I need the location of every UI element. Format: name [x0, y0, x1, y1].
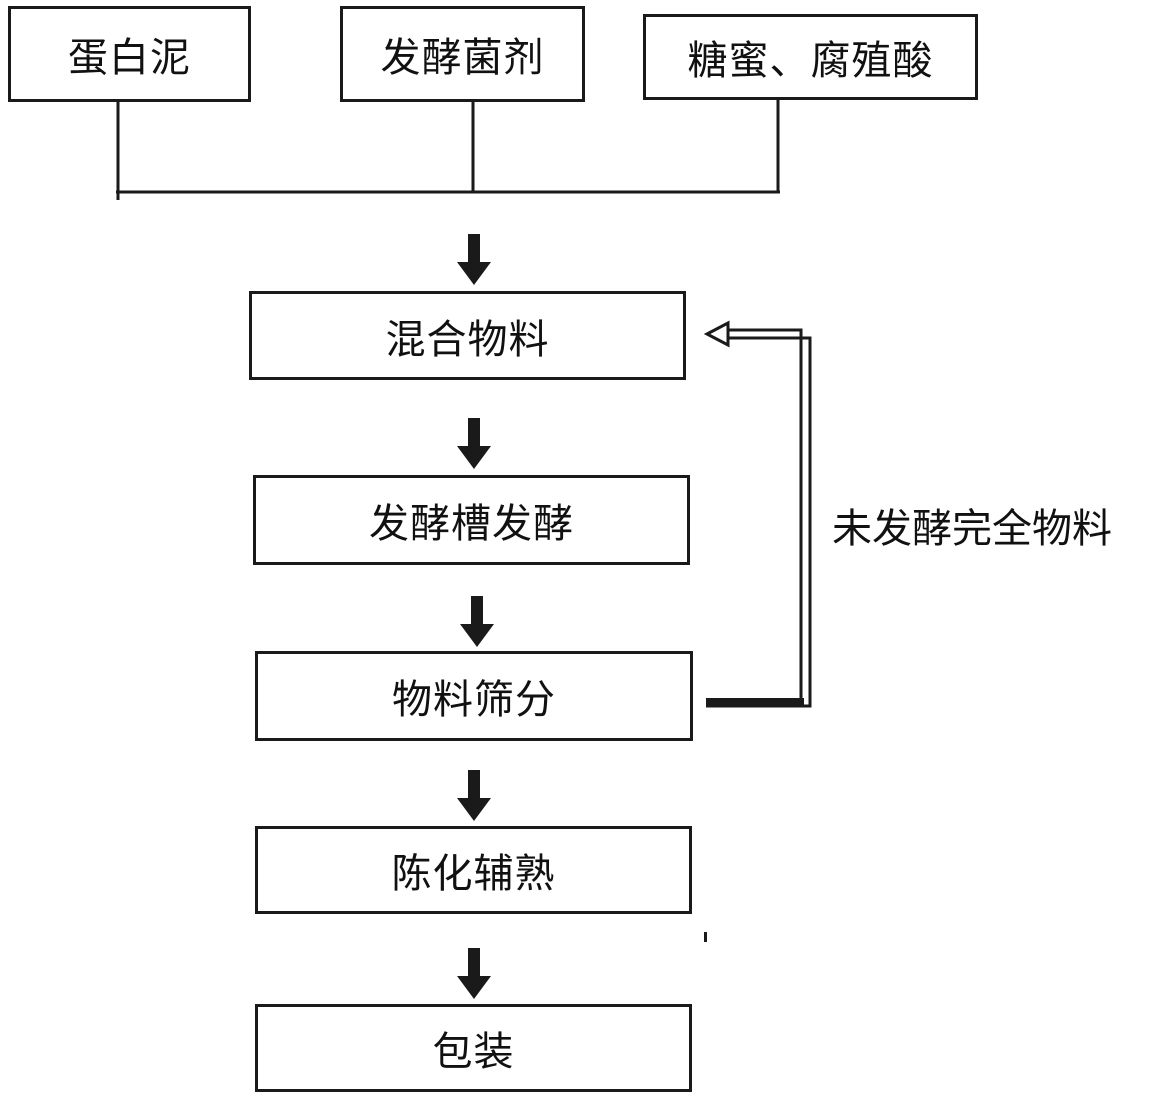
down-arrow-to-package: [457, 948, 491, 999]
merge-lines: [116, 98, 780, 200]
input-protein-mud: 蛋白泥: [8, 6, 251, 102]
step-ferment: 发酵槽发酵: [253, 475, 690, 565]
input-molasses-humic: 糖蜜、腐殖酸: [643, 14, 978, 100]
down-arrow-to-ferment: [457, 418, 491, 469]
stray-mark: [704, 932, 707, 942]
down-arrow-to-aging: [457, 770, 491, 821]
recycle-line-stub: [706, 698, 804, 707]
step-aging: 陈化辅熟: [255, 826, 692, 914]
recycle-arrowhead: [703, 320, 730, 348]
down-arrow-to-mix: [457, 234, 491, 285]
input-ferment-agent: 发酵菌剂: [340, 6, 585, 102]
step-screen: 物料筛分: [255, 651, 693, 741]
step-package: 包装: [255, 1004, 692, 1092]
recycle-label: 未发酵完全物料: [832, 506, 1112, 552]
down-arrow-to-screen: [460, 596, 494, 647]
recycle-line: [706, 328, 812, 708]
step-mix: 混合物料: [249, 291, 686, 380]
